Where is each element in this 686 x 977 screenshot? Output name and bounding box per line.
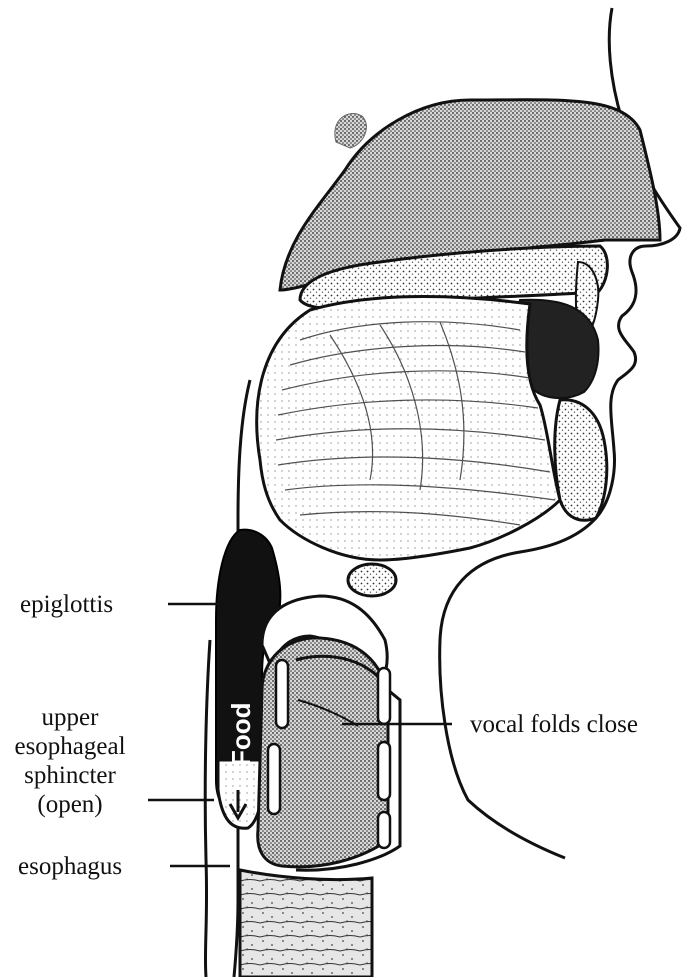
ues-label-line-1: upper bbox=[0, 703, 140, 732]
vocal-folds-label: vocal folds close bbox=[470, 710, 638, 739]
pharyngeal-wall-inner bbox=[205, 640, 210, 977]
adenoid-shape bbox=[335, 114, 367, 148]
food-label: Food bbox=[226, 702, 256, 766]
ues-label-line-2: esophageal bbox=[0, 732, 140, 761]
trachea bbox=[240, 870, 372, 977]
epiglottis-label: epiglottis bbox=[20, 590, 113, 619]
ues-label-line-3: sphincter bbox=[0, 761, 140, 790]
ues-label: upper esophageal sphincter (open) bbox=[0, 703, 140, 819]
esophagus-label: esophagus bbox=[18, 852, 122, 881]
ues-label-line-4: (open) bbox=[0, 790, 140, 819]
lower-lip-jaw bbox=[555, 400, 607, 520]
upper-esophageal-sphincter bbox=[218, 760, 262, 828]
hyoid-bone bbox=[348, 564, 396, 596]
